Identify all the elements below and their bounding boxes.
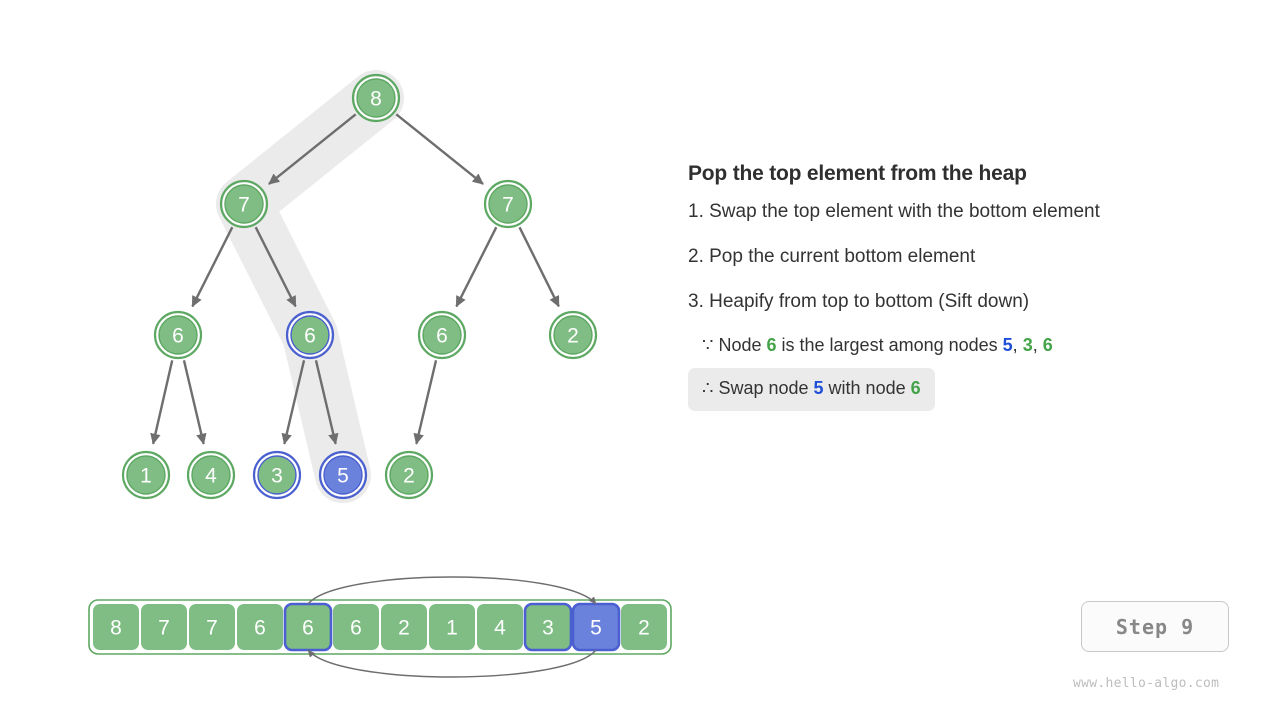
explanation-panel: Pop the top element from the heap 1. Swa… (688, 160, 1248, 415)
tree-node-label: 3 (271, 465, 283, 488)
array-cell-label: 5 (590, 617, 602, 640)
tree-node: 1 (121, 450, 171, 500)
array-cell-label: 2 (398, 617, 410, 640)
reason-sep-1: , (1012, 335, 1023, 356)
because-symbol: ∵ (702, 335, 714, 356)
tree-node-label: 6 (304, 325, 316, 348)
array-cell-label: 2 (638, 617, 650, 640)
tree-node: 3 (252, 450, 302, 500)
reason-sep-2: , (1032, 335, 1043, 356)
step-1-text: 1. Swap the top element with the bottom … (688, 201, 1100, 223)
array-cell-label: 4 (494, 617, 506, 640)
watermark: www.hello-algo.com (1073, 676, 1220, 691)
array-cell: 5 (571, 602, 621, 652)
tree-node: 6 (285, 310, 335, 360)
array-cell: 3 (523, 602, 573, 652)
reason-value-1: 6 (766, 335, 777, 356)
conclusion-text-b: with node (823, 378, 911, 399)
reason-value-4: 6 (1042, 335, 1053, 356)
array-cell: 6 (237, 604, 283, 650)
tree-node-label: 5 (337, 465, 349, 488)
array-cell: 2 (381, 604, 427, 650)
tree-node-label: 6 (436, 325, 448, 348)
tree-node-label: 7 (238, 194, 250, 217)
array-cell-label: 8 (110, 617, 122, 640)
tree-node-label: 4 (205, 465, 217, 488)
array-cell-label: 6 (302, 617, 314, 640)
reason-value-2: 5 (1002, 335, 1013, 356)
conclusion-value-2: 6 (910, 378, 921, 399)
tree-node: 2 (384, 450, 434, 500)
array-cell: 8 (93, 604, 139, 650)
swap-arc-indicator (307, 576, 597, 678)
conclusion-text-a: Swap node (713, 378, 814, 399)
tree-node: 6 (417, 310, 467, 360)
tree-node: 2 (548, 310, 598, 360)
array-cell-label: 3 (542, 617, 554, 640)
therefore-symbol: ∴ (702, 378, 714, 399)
array-cell: 7 (141, 604, 187, 650)
tree-node: 8 (351, 73, 401, 123)
step-2-text: 2. Pop the current bottom element (688, 245, 976, 267)
tree-node: 6 (153, 310, 203, 360)
array-cell-label: 6 (254, 617, 266, 640)
page-title: Pop the top element from the heap (688, 162, 1027, 185)
step-badge: Step 9 (1081, 601, 1229, 652)
conclusion-value-1: 5 (813, 378, 824, 399)
tree-node-label: 7 (502, 194, 514, 217)
reason-text-a: Node (713, 335, 767, 356)
array-cell: 2 (621, 604, 667, 650)
array-cell-label: 1 (446, 617, 458, 640)
tree-nodes: 8 7 7 6 6 6 2 1 4 3 5 2 (121, 73, 598, 500)
reason-line: ∵ Node 6 is the largest among nodes 5, 3… (688, 333, 1248, 358)
conclusion-line: ∴ Swap node 5 with node 6 (688, 368, 935, 411)
reason-value-3: 3 (1022, 335, 1033, 356)
array-cell-label: 7 (206, 617, 218, 640)
tree-node-label: 2 (567, 325, 579, 348)
array-cell: 4 (477, 604, 523, 650)
tree-node: 7 (483, 179, 533, 229)
array-representation: 8 7 7 6 6 6 2 1 4 3 5 2 (88, 599, 672, 655)
tree-edges (150, 113, 560, 445)
tree-node-label: 1 (140, 465, 152, 488)
reason-text-b: is the largest among nodes (776, 335, 1003, 356)
tree-node: 7 (219, 179, 269, 229)
array-cell: 6 (333, 604, 379, 650)
tree-node-label: 8 (370, 88, 382, 111)
array-cell: 7 (189, 604, 235, 650)
tree-node: 4 (186, 450, 236, 500)
array-cell-label: 7 (158, 617, 170, 640)
array-cell: 6 (283, 602, 333, 652)
array-cell: 1 (429, 604, 475, 650)
tree-node: 5 (318, 450, 368, 500)
tree-node-label: 2 (403, 465, 415, 488)
tree-node-label: 6 (172, 325, 184, 348)
step-3-text: 3. Heapify from top to bottom (Sift down… (688, 290, 1030, 312)
array-cell-label: 6 (350, 617, 362, 640)
sift-down-highlight-path (216, 70, 404, 503)
